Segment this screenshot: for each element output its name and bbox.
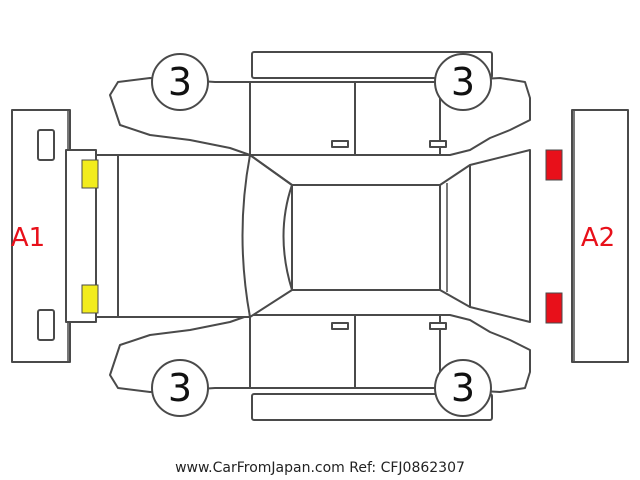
front-left-marker [81, 159, 99, 189]
wheel-code-rear-left: 3 [168, 366, 192, 410]
front-right-marker [545, 149, 563, 181]
rear-right-marker [545, 292, 563, 324]
wheel-rear-left: 3 [151, 359, 209, 417]
wheel-code-front-left: 3 [168, 60, 192, 104]
right-side-label: A2 [581, 223, 615, 253]
right-bumper-panel [571, 109, 629, 363]
wheel-code-rear-right: 3 [451, 366, 475, 410]
wheel-front-right: 3 [434, 53, 492, 111]
top-view-body [65, 149, 531, 323]
watermark-text: www.CarFromJapan.com Ref: CFJ0862307 [175, 460, 465, 476]
wheel-rear-right: 3 [434, 359, 492, 417]
left-side-label: A1 [11, 223, 45, 253]
wheel-front-left: 3 [151, 53, 209, 111]
rear-left-marker [81, 284, 99, 314]
wheel-code-front-right: 3 [451, 60, 475, 104]
